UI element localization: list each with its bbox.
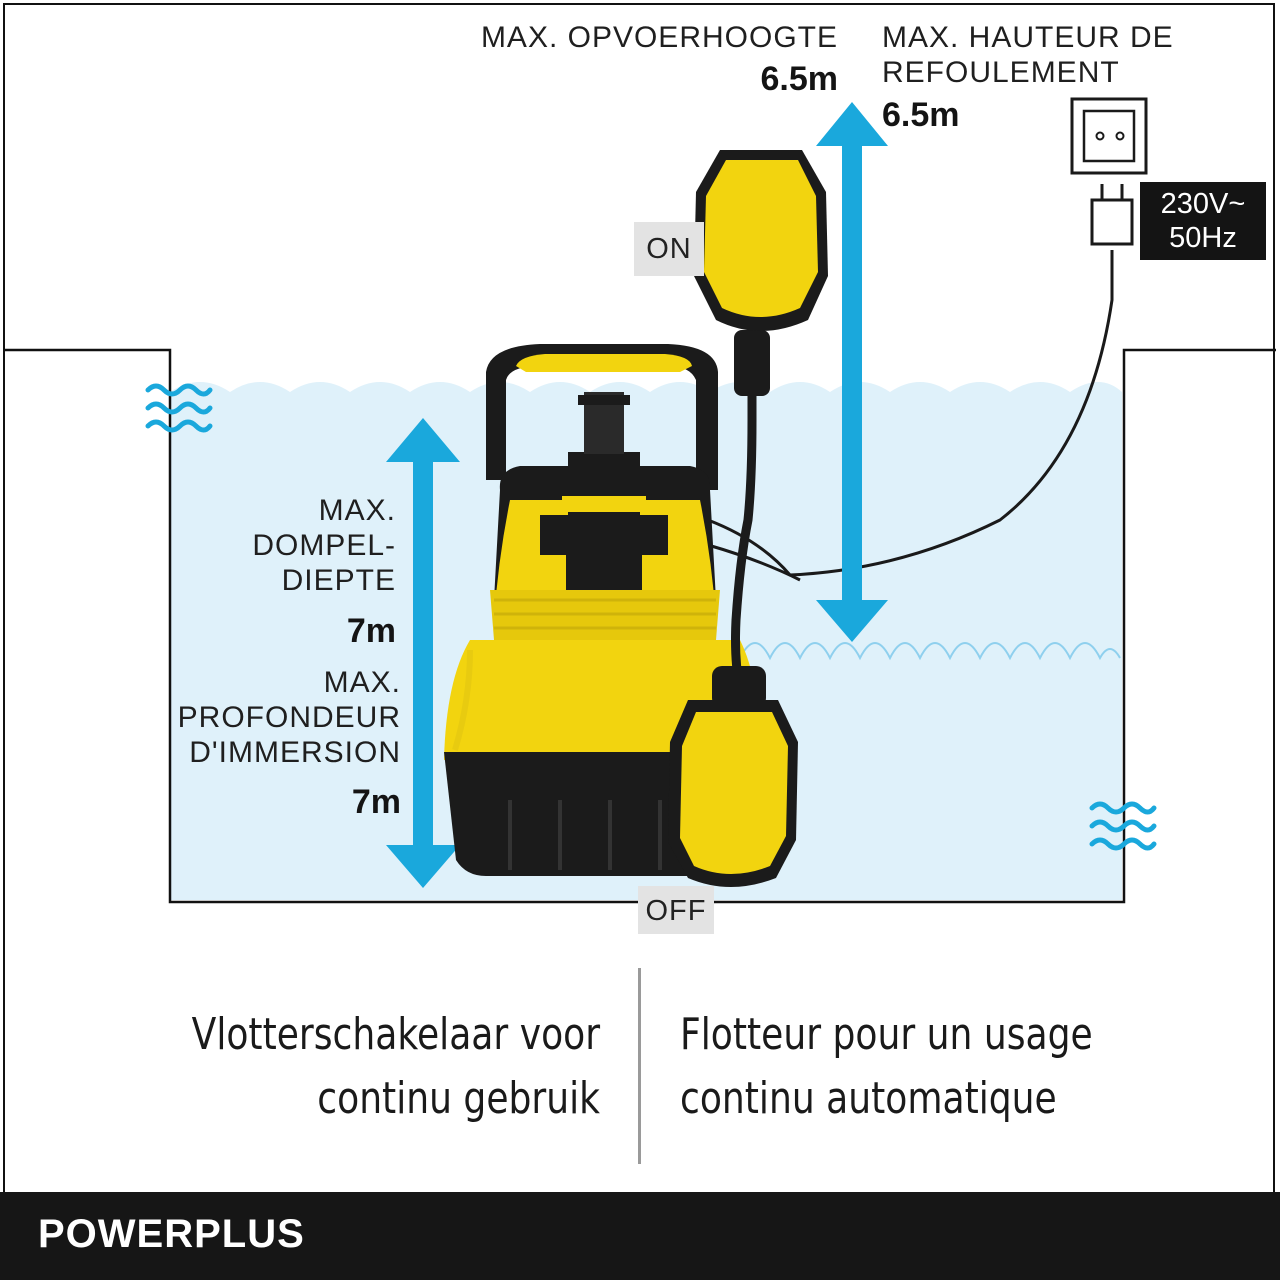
depth-label-fr-line1: MAX.	[323, 666, 401, 699]
depth-value-nl: 7m	[346, 612, 396, 650]
depth-label-nl-line3: DIEPTE	[281, 564, 396, 597]
off-tag: OFF	[638, 886, 714, 934]
caption-fr-line1: Flotteur pour un usage	[680, 1009, 1093, 1060]
lift-height-label-fr-line2: REFOULEMENT	[882, 56, 1120, 89]
lift-height-value-nl: 6.5m	[760, 60, 839, 98]
low-water-line	[739, 642, 1121, 661]
socket-icon	[1070, 97, 1148, 175]
caption-nl-line1: Vlotterschakelaar voor	[191, 1009, 600, 1060]
power-rating-badge: 230V~ 50Hz	[1140, 182, 1266, 260]
power-cable	[707, 250, 1114, 577]
caption-nl-line2: continu gebruik	[317, 1073, 600, 1124]
wave-icon	[1089, 801, 1157, 851]
caption-fr: Flotteur pour un usage continu automatiq…	[680, 1003, 1093, 1131]
lift-height-label-nl: MAX. OPVOERHOOGTE	[480, 21, 838, 54]
float-switch-off	[668, 666, 798, 887]
wave-icon	[145, 383, 213, 433]
depth-label-nl-line1: MAX.	[318, 494, 396, 527]
frequency-text: 50Hz	[1169, 222, 1237, 254]
voltage-text: 230V~	[1160, 188, 1246, 220]
immersion-depth-arrow	[386, 418, 460, 888]
float-cable	[731, 340, 757, 691]
depth-value-fr: 7m	[351, 783, 401, 821]
lift-height-label-fr-line1: MAX. HAUTEUR DE	[882, 21, 1174, 54]
on-tag: ON	[634, 222, 704, 276]
lift-height-arrow	[816, 102, 888, 642]
depth-label-fr-line2: PROFONDEUR	[177, 701, 401, 734]
depth-label-fr-line3: D'IMMERSION	[189, 736, 401, 769]
caption-nl: Vlotterschakelaar voor continu gebruik	[192, 1003, 600, 1131]
plug-icon	[1090, 184, 1134, 246]
caption-fr-line2: continu automatique	[680, 1073, 1057, 1124]
lift-height-value-fr: 6.5m	[882, 96, 960, 134]
depth-label-nl-line2: DOMPEL-	[252, 529, 396, 562]
float-switch-on	[694, 150, 828, 331]
cable-connector	[734, 330, 770, 396]
footer-bar	[0, 1192, 1280, 1280]
pump-illustration	[3, 97, 1276, 904]
brand-logo: POWERPLUS	[38, 1212, 305, 1256]
caption-divider	[638, 968, 641, 1164]
